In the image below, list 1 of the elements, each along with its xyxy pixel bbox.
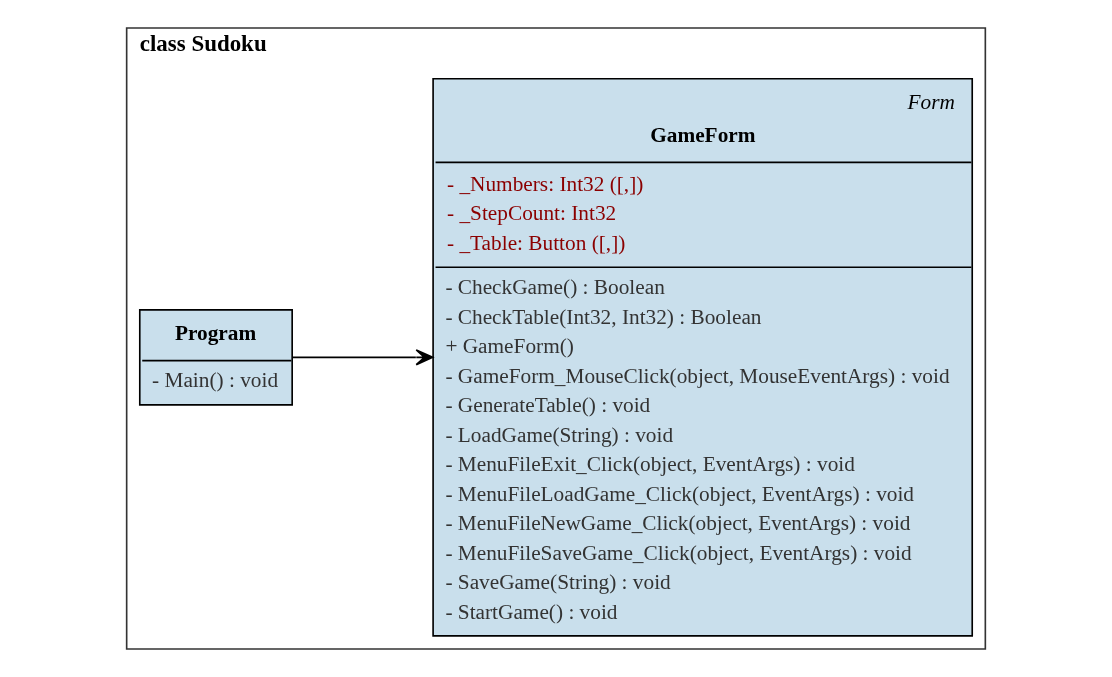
arrow <box>291 349 434 366</box>
